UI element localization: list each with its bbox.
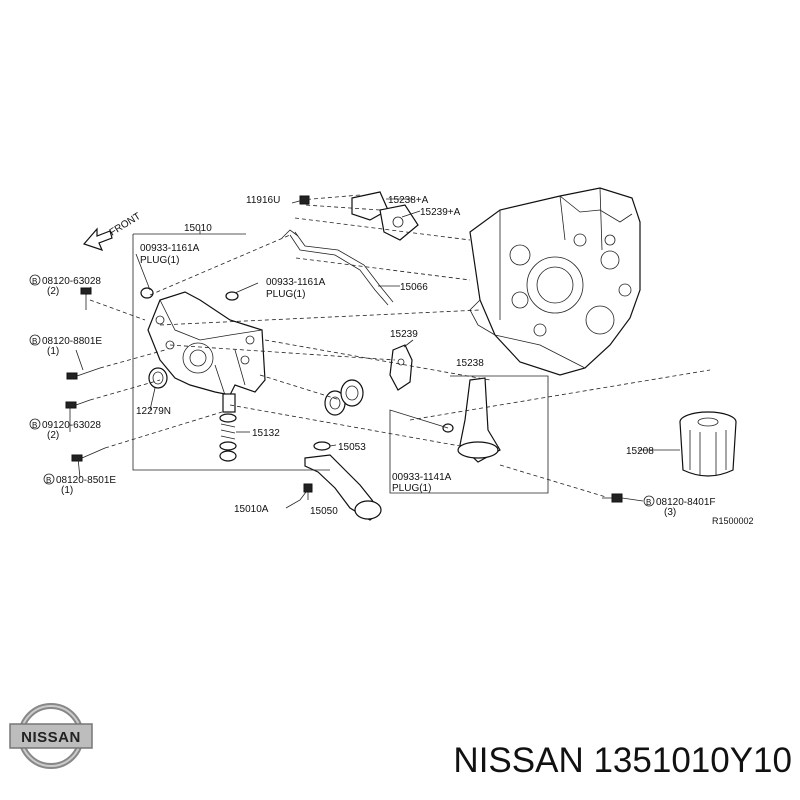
relief-valve-drawing (219, 393, 237, 462)
circle-b-1: B (32, 277, 37, 286)
circle-b-5: B (646, 498, 651, 507)
label-plug1-text: PLUG(1) (140, 255, 179, 266)
nissan-logo-text: NISSAN (21, 729, 81, 746)
label-15208: 15208 (626, 446, 654, 457)
oil-strainer-tube-drawing (225, 229, 394, 306)
bolt-right-drawing (602, 493, 623, 503)
label-bolt4-qty: (1) (61, 485, 73, 496)
circle-b-2: B (32, 337, 37, 346)
nissan-logo: NISSAN (9, 703, 93, 769)
circle-b-4: B (46, 476, 51, 485)
label-15239: 15239 (390, 329, 418, 340)
bolts-left-drawing (65, 287, 106, 462)
label-plug1-code: 00933-1161A (140, 243, 200, 254)
pump-rotors-drawing (324, 379, 364, 416)
label-15010: 15010 (184, 223, 212, 234)
front-arrow: FRONT (82, 211, 143, 251)
dashed-alignment-lines (89, 194, 711, 498)
label-bolt5-qty: (3) (664, 507, 676, 518)
label-plug3-code: 00933-1141A (392, 472, 452, 483)
label-15010a: 15010A (234, 504, 269, 515)
oil-pickup-drawing (303, 441, 382, 521)
label-11916u: 11916U (246, 195, 280, 206)
label-bolt5-code: 08120-8401F (656, 497, 716, 508)
label-15238a: 15238+A (388, 195, 429, 206)
label-bolt4-code: 08120-8501E (56, 475, 116, 486)
part-number-caption: NISSAN 1351010Y10 (453, 741, 792, 780)
bracket-15239-drawing (389, 344, 413, 391)
label-15050: 15050 (310, 506, 338, 517)
label-bolt2-code: 08120-8801E (42, 336, 102, 347)
label-bolt1-code: 08120-63028 (42, 276, 101, 287)
circle-b-3: B (32, 421, 37, 430)
oil-pump-body-drawing (140, 287, 266, 396)
leader-lines (69, 198, 680, 509)
label-bolt3-qty: (2) (47, 430, 59, 441)
label-15238: 15238 (456, 358, 484, 369)
label-plug2-text: PLUG(1) (266, 289, 305, 300)
upper-bracket-drawing (299, 191, 419, 241)
filter-bracket-drawing (442, 377, 501, 463)
label-15053: 15053 (338, 442, 366, 453)
label-15239a: 15239+A (420, 207, 461, 218)
label-plug3-text: PLUG(1) (392, 483, 431, 494)
label-bolt2-qty: (1) (47, 346, 59, 357)
label-bolt3-code: 09120-63028 (42, 420, 101, 431)
label-bolt1-qty: (2) (47, 286, 59, 297)
label-plug2-code: 00933-1161A (266, 277, 326, 288)
oil-filter-drawing (679, 411, 737, 477)
part-labels: 15010 00933-1161A PLUG(1) 00933-1161A PL… (29, 195, 754, 526)
front-label: FRONT (108, 211, 143, 239)
engine-block-drawing (469, 187, 641, 376)
label-12279n: 12279N (136, 406, 171, 417)
label-15066: 15066 (400, 282, 428, 293)
label-ref-code: R1500002 (712, 516, 754, 526)
label-15132: 15132 (252, 428, 280, 439)
